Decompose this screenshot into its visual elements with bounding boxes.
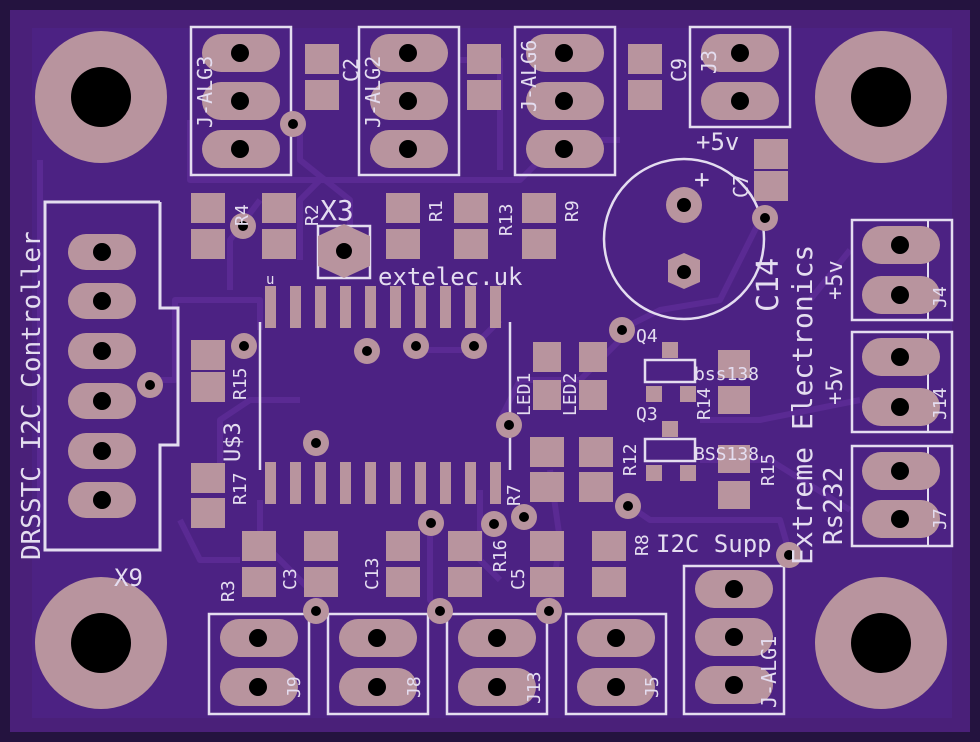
header-j8	[326, 612, 430, 716]
label-r16: R16	[490, 539, 511, 572]
label-r7: R7	[504, 484, 525, 506]
label-r8: R8	[632, 534, 653, 556]
ic-u3	[258, 286, 512, 504]
header-j7	[850, 444, 954, 548]
header-j4	[850, 218, 954, 322]
header-jalg3	[189, 25, 293, 177]
header-jalg2	[357, 25, 461, 177]
c14-capacitor	[602, 157, 766, 321]
label-j4: J4	[930, 286, 951, 308]
label-5v-top: +5v	[696, 128, 739, 156]
label-r9: R9	[562, 200, 583, 222]
label-r4: R4	[232, 204, 253, 226]
label-controller: DRSSTC I2C Controller	[17, 231, 47, 560]
header-j14	[850, 330, 954, 434]
header-jalg6	[513, 25, 617, 177]
q3-outline	[643, 437, 697, 463]
label-rs232: Rs232	[819, 467, 849, 545]
label-j7: J7	[930, 508, 951, 530]
label-jalg3: J-ALG3	[193, 56, 217, 128]
label-bss-b: bss138	[694, 364, 759, 385]
label-x9: X9	[114, 564, 143, 592]
header-j13	[445, 612, 549, 716]
label-c14: C14	[751, 258, 786, 312]
label-us3: U$3	[221, 422, 246, 462]
header-j9	[207, 612, 311, 716]
label-jalg1: J-ALG1	[757, 636, 781, 708]
label-r1: R1	[426, 200, 447, 222]
label-r14: R14	[694, 387, 715, 420]
label-c7: C7	[729, 174, 753, 198]
label-jalg2: J-ALG2	[361, 56, 385, 128]
label-c5: C5	[508, 568, 529, 590]
vias	[137, 111, 802, 624]
label-led1: LED1	[514, 373, 535, 416]
q4-outline	[643, 358, 697, 384]
silkscreen-labels: X9 X3 extelec.uk DRSSTC I2C Controller E…	[17, 40, 951, 708]
label-site: extelec.uk	[378, 263, 523, 291]
label-j5: J5	[642, 676, 663, 698]
x9-connector	[43, 200, 180, 552]
label-5v-a: +5v	[823, 260, 848, 300]
label-c3: C3	[280, 568, 301, 590]
label-r15-right: R15	[758, 453, 779, 486]
label-x3: X3	[320, 194, 354, 227]
label-r17: R17	[230, 472, 251, 505]
label-5v-b: +5v	[823, 365, 848, 405]
label-c9: C9	[667, 58, 691, 82]
label-c13: C13	[362, 557, 383, 590]
label-q3: Q3	[636, 404, 658, 425]
header-jalg1	[682, 564, 786, 716]
label-led2: LED2	[560, 373, 581, 416]
label-plus: +	[694, 165, 710, 195]
label-j13: J13	[524, 671, 545, 704]
label-jalg6: J-ALG6	[517, 40, 541, 112]
label-c2: C2	[339, 58, 363, 82]
label-i2c-supp: I2C Supp	[656, 530, 772, 558]
label-r3: R3	[218, 580, 239, 602]
mounting-holes	[35, 31, 947, 709]
label-r2: R2	[302, 204, 323, 226]
label-bss-a: BSS138	[694, 444, 759, 465]
label-j8: J8	[404, 676, 425, 698]
label-q4: Q4	[636, 326, 658, 347]
label-brand: Extreme Electronics	[786, 245, 819, 565]
label-j3: J3	[697, 50, 721, 74]
label-ic-pin: u	[266, 272, 274, 288]
x3-crystal	[316, 224, 372, 280]
label-j9: J9	[284, 676, 305, 698]
smd-pads	[191, 44, 788, 597]
header-j5	[564, 612, 668, 716]
label-r12: R12	[620, 443, 641, 476]
header-j3	[688, 25, 792, 129]
label-j14: J14	[930, 387, 951, 420]
label-r13: R13	[496, 203, 517, 236]
label-r15-left: R15	[230, 367, 251, 400]
